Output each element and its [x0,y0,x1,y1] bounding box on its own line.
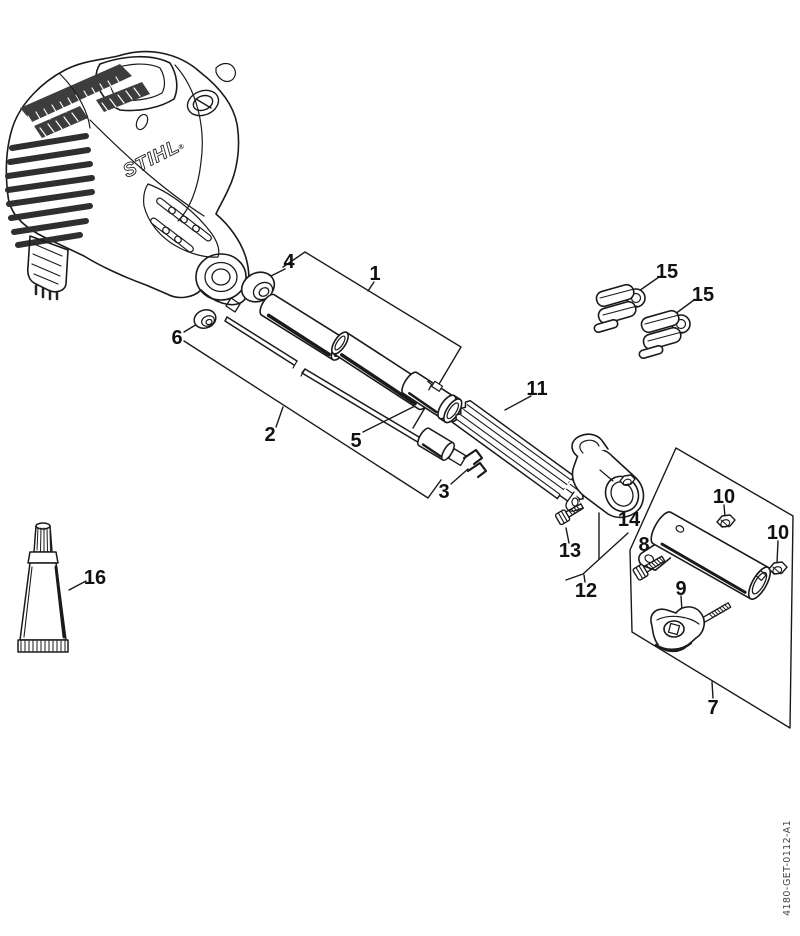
part-3-clip [462,448,488,479]
leader-part11 [504,395,532,411]
engine-crease-2 [59,73,91,129]
callout-6: 6 [171,327,182,349]
part-10-nut-b [768,561,788,575]
callout-15a: 15 [656,261,678,283]
engine-cover-hole [135,113,149,131]
callout-14: 14 [618,509,641,531]
callout-3: 3 [438,481,449,503]
part-4-grommet [240,271,276,303]
leader-part10b [776,540,779,564]
housing-bore-inner [610,481,634,507]
registered-mark: ® [177,142,186,152]
engine-seam [174,64,203,222]
callout-4: 4 [283,251,295,273]
callout-12: 12 [575,580,597,602]
muffler-slots [150,197,212,253]
part-7-coupling-sleeve [638,511,772,600]
leader-part3 [450,468,469,485]
leader-part5 [362,403,420,433]
housing-shackle-inner [579,439,600,454]
engine-crease [89,119,205,217]
callout-5: 5 [350,430,361,452]
part-6-bushing [193,308,217,330]
callout-11: 11 [526,378,547,400]
drive-tube-end-fitting [401,371,463,424]
housing-ear [565,491,584,512]
leader-part16 [68,580,87,591]
tick-part12 [583,574,586,583]
group7-boundary [629,447,794,729]
callout-1: 1 [369,263,380,285]
part-10-nut-a [716,514,736,528]
tick-part2 [275,406,284,428]
part-5-shaft-end [417,427,467,467]
engine-cover-recess [108,63,166,101]
callout-8: 8 [638,534,649,556]
tick-part1 [367,281,375,292]
callout-10a: 10 [713,486,735,508]
drawing-code: 4180-GET-0112-A1 [782,820,793,916]
bracket-part2 [183,340,442,499]
engine-unit: STIHL ® [5,50,250,313]
engine-mount-foot [26,235,69,301]
bracket-part12 [565,532,629,581]
engine-vent-hatch [27,76,141,137]
callout-15b: 15 [692,284,714,306]
callout-7: 7 [707,697,718,719]
callout-10b: 10 [767,522,789,544]
fuel-cap [186,89,220,117]
callout-13: 13 [559,540,581,562]
part-16-grease-tube [17,522,69,653]
part-2-drive-shaft [224,316,425,445]
part-8-screw [632,555,666,581]
part-12-clamp-housing [565,433,645,519]
shaft-lower [301,368,425,445]
clutch-housing-bore [195,253,247,313]
part-14-nut [619,474,636,487]
callout-2: 2 [264,424,275,446]
muffler-shroud [143,183,220,258]
callout-labels: 1 2 3 4 5 6 7 8 9 10 10 11 12 13 14 15 1… [84,251,789,719]
part-15-clamp-b [638,309,691,360]
starter-handle [215,62,236,83]
sleeve-top-hole [675,525,685,533]
housing-ear-hole [571,497,579,507]
part-9-wing-knob [650,602,732,653]
leader-part13 [565,527,570,544]
part-13-screw [554,503,585,526]
callout-9: 9 [675,578,686,600]
part-15-clamp-a [593,283,646,334]
callout-16: 16 [84,567,106,589]
part-1-drive-tube [259,293,463,424]
part-11-splined-liner [451,399,588,507]
engine-cylinder-fins [5,133,95,248]
shaft-upper [224,316,298,366]
tick-part7 [711,681,714,699]
